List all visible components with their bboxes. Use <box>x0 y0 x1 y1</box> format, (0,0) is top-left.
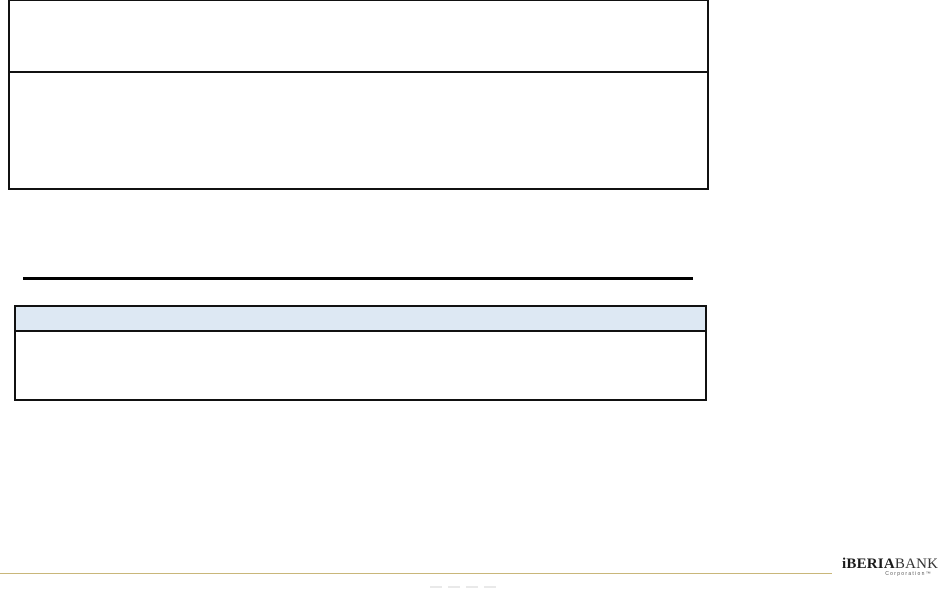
logo-wordmark-bold: iBERIA <box>842 556 895 572</box>
section-rule <box>23 277 693 280</box>
footer-rule <box>0 573 832 574</box>
footer-faint-text <box>430 575 510 588</box>
iberiabank-logo: iBERIABANK Corporation™ <box>842 555 938 583</box>
logo-wordmark: iBERIABANK <box>842 555 938 573</box>
top-table-box <box>8 0 709 190</box>
top-table-divider <box>10 71 707 73</box>
middle-table-box <box>14 305 707 401</box>
logo-wordmark-light: BANK <box>894 556 938 572</box>
logo-subtext: Corporation™ <box>885 571 932 577</box>
middle-table-header <box>16 307 705 332</box>
